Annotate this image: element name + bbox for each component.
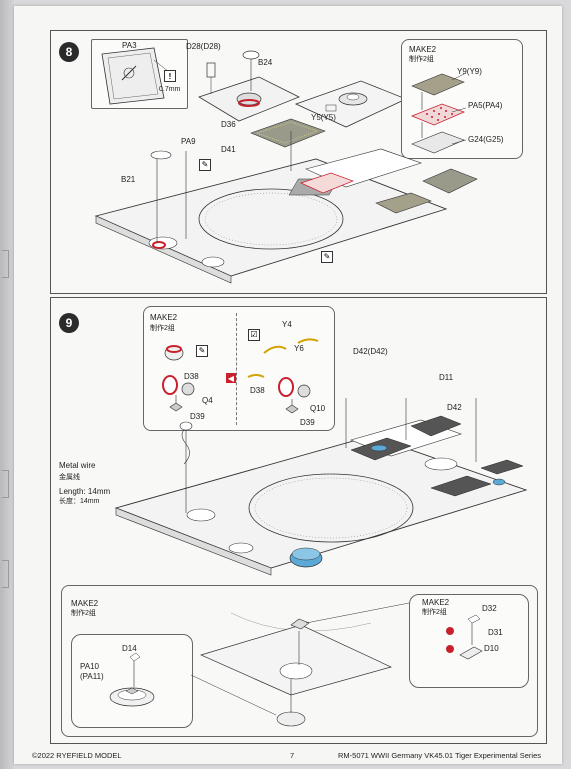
make2-hatch-callout: MAKE2 制作2组 ✎ ☑ ◀ D38 Q4 D39 Y4 Y6 D38 Q1… (143, 306, 335, 431)
part-label-d39a: D39 (190, 412, 205, 421)
part-label-pa10: PA10 (80, 662, 99, 671)
part-label-d36: D36 (221, 120, 236, 129)
pencil-icon: ✎ (196, 345, 208, 357)
hinge-drawing (446, 614, 483, 660)
part-label-y5: Y5(Y5) (311, 113, 336, 122)
hull-deck-drawing (94, 131, 448, 284)
caution-icon: ! (164, 70, 176, 82)
part-label-y4: Y4 (282, 320, 292, 329)
metal-wire-label-cn: 金属线 (59, 474, 80, 481)
part-label-q4: Q4 (202, 396, 213, 405)
part-label-y6: Y6 (294, 344, 304, 353)
lower-hull-closeup-drawing (190, 602, 410, 727)
copyright-text: ©2022 RYEFIELD MODEL (32, 751, 122, 760)
product-title: RM-5071 WWII Germany VK45.01 Tiger Exper… (338, 751, 541, 760)
make2-title: MAKE2 (409, 45, 437, 54)
part-label-q10: Q10 (310, 404, 326, 413)
pa3-detail-callout: PA3 ! 0.7mm (91, 39, 188, 109)
periscope-drawing (109, 652, 155, 707)
part-label-d42a: D42(D42) (353, 347, 388, 356)
page-edge-tab (2, 250, 9, 278)
make2-subtitle: 制作2组 (150, 325, 175, 332)
make2-title: MAKE2 (150, 313, 178, 322)
wire-length-label-cn: 长度：14mm (59, 498, 100, 505)
part-label-pa3: PA3 (122, 41, 137, 50)
step-8-panel: 8 PA3 ! 0.7mm D28(D28) B24 Y5(Y5) (50, 30, 547, 294)
make2-mesh-stack-drawing (410, 73, 467, 154)
part-label-b21: B21 (121, 175, 136, 184)
lower-left-make2-title: MAKE2 (71, 599, 99, 608)
periscope-detail-callout: D14 PA10 (PA11) (71, 634, 193, 728)
part-label-d42b: D42 (447, 403, 462, 412)
contrast-symbol-icon: ◀ (226, 373, 236, 383)
part-label-d11: D11 (439, 373, 454, 382)
part-label-d32: D32 (482, 604, 497, 613)
part-label-pa11: (PA11) (80, 672, 104, 681)
step-9-panel: 9 MAKE2 制作2组 ✎ ☑ ◀ D38 Q4 D39 Y4 Y6 D38 (50, 297, 547, 744)
part-label-b24: B24 (258, 58, 273, 67)
part-label-d10: D10 (484, 644, 499, 653)
part-label-d28: D28(D28) (186, 42, 221, 51)
part-label-d38b: D38 (250, 386, 265, 395)
thickness-label: 0.7mm (159, 86, 181, 93)
wire-length-label: Length: 14mm (59, 487, 111, 496)
hinge-detail-callout: MAKE2 制作2组 D32 D31 D10 (409, 594, 529, 688)
part-label-d31: D31 (488, 628, 503, 637)
lower-right-make2-subtitle: 制作2组 (422, 609, 447, 616)
metal-wire-label: Metal wire (59, 461, 96, 470)
part-label-pa9: PA9 (181, 137, 196, 146)
page-edge-tab (2, 560, 9, 588)
hatch-subassembly-drawing (198, 50, 300, 122)
make2-subtitle: 制作2组 (409, 56, 434, 63)
part-label-g24: G24(G25) (468, 135, 504, 144)
checkbox-icon: ☑ (248, 329, 260, 341)
part-label-d38a: D38 (184, 372, 199, 381)
hull-deck-assembly-drawing (114, 398, 528, 576)
part-label-d14: D14 (122, 644, 137, 653)
step-number: 8 (59, 42, 79, 62)
page-number: 7 (290, 751, 295, 760)
part-label-pa5: PA5(PA4) (468, 101, 503, 110)
make2-mesh-callout: MAKE2 制作2组 Y9(Y9) PA5(PA4) G24(G25) (401, 39, 523, 159)
lower-right-make2-title: MAKE2 (422, 598, 450, 607)
part-label-d41: D41 (221, 145, 236, 154)
lower-left-make2-subtitle: 制作2组 (71, 610, 96, 617)
side-grill-drawing (422, 168, 478, 194)
page-edge-tab (2, 470, 9, 498)
callout-divider (236, 313, 237, 425)
pencil-icon: ✎ (321, 251, 333, 263)
part-label-d39b: D39 (300, 418, 315, 427)
pencil-icon: ✎ (199, 159, 211, 171)
part-label-y9: Y9(Y9) (457, 67, 482, 76)
lower-detail-frame (61, 585, 538, 737)
hatch-variants-drawing (162, 338, 319, 414)
y5-mesh-drawing (250, 118, 326, 148)
step-number: 9 (59, 313, 79, 333)
binding-spine (0, 0, 14, 769)
